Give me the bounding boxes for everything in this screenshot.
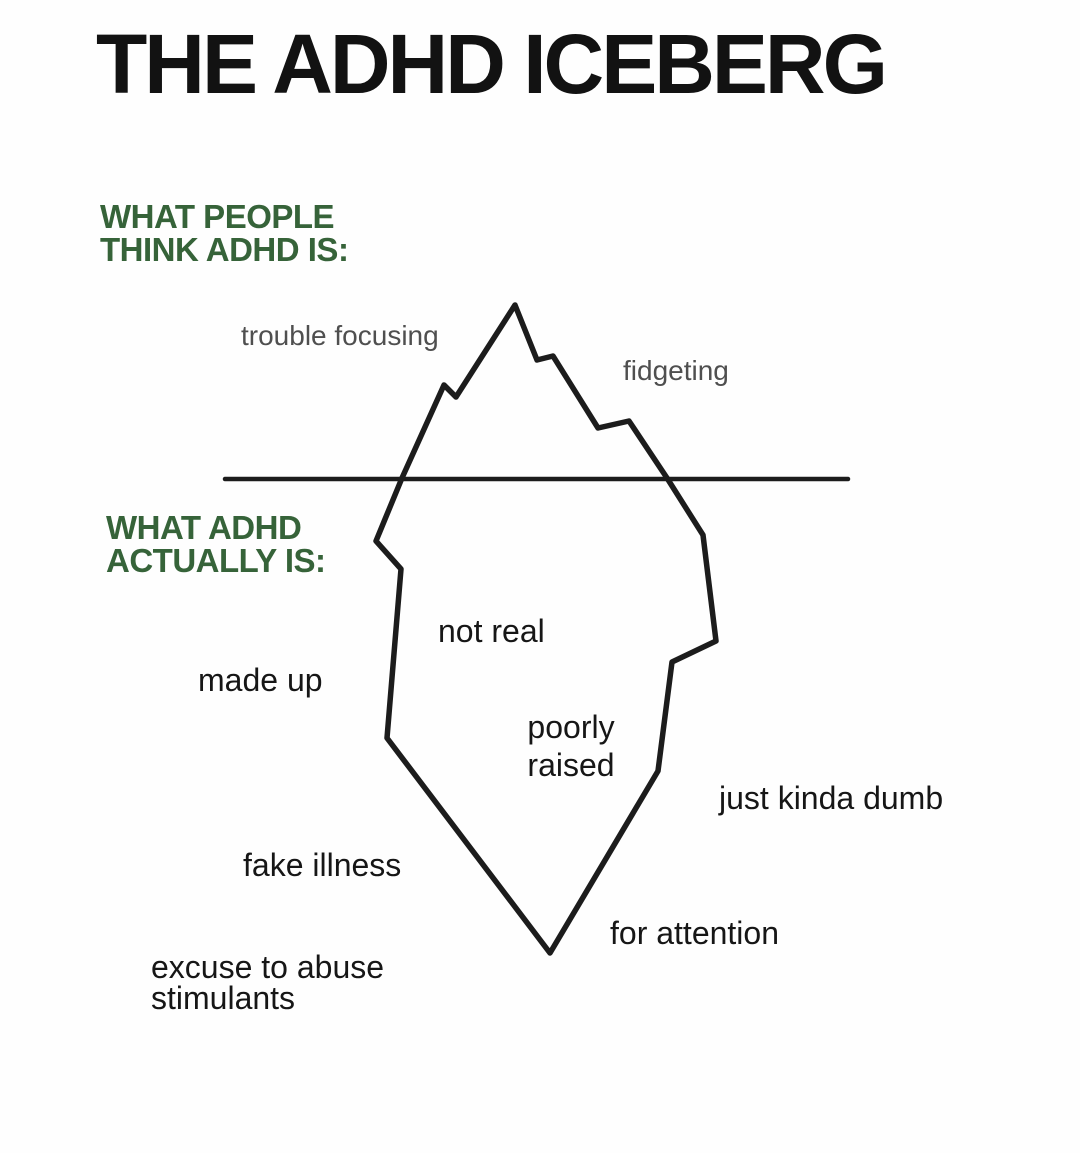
label-just-kinda-dumb: just kinda dumb [719, 780, 944, 816]
above-water-section-header: WHAT PEOPLE THINK ADHD IS: [100, 198, 349, 268]
label-poorly-raised: poorly raised [527, 709, 615, 783]
label-not-real: not real [438, 613, 545, 649]
label-fidgeting: fidgeting [623, 355, 729, 386]
label-excuse-to-abuse-stimulants: excuse to abuse stimulants [151, 949, 385, 1016]
iceberg-outline [373, 302, 719, 956]
label-trouble-focusing: trouble focusing [241, 320, 439, 351]
below-water-section-header: WHAT ADHD ACTUALLY IS: [106, 509, 326, 579]
label-fake-illness: fake illness [243, 847, 402, 883]
page-title: THE ADHD ICEBERG [96, 17, 888, 111]
label-for-attention: for attention [610, 915, 779, 951]
label-made-up: made up [198, 662, 323, 698]
